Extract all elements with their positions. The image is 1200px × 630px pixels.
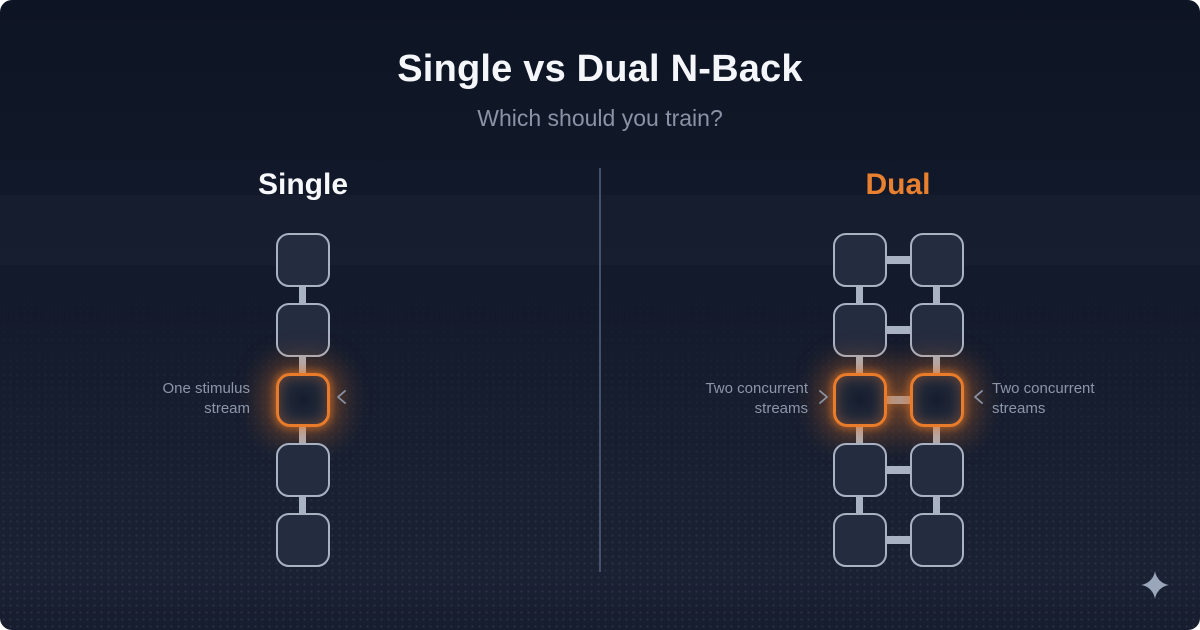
dual-chain-connector [933, 493, 940, 517]
single-stimulus-cell-highlighted [276, 373, 330, 427]
single-chain-connector [299, 283, 306, 307]
dual-right-stream-label: Two concurrent streams [992, 380, 1095, 417]
dual-stimulus-cell [833, 233, 887, 287]
single-stimulus-cell [276, 233, 330, 287]
dual-chain-connector [933, 353, 940, 377]
dual-stimulus-cell [910, 443, 964, 497]
page-subtitle: Which should you train? [477, 105, 723, 131]
chevron-left-icon [335, 389, 349, 405]
dual-chain-connector [856, 353, 863, 377]
single-stream-label: One stimulus stream [162, 380, 250, 417]
dual-left-stream-label: Two concurrent streams [705, 380, 808, 417]
dual-pair-connector [884, 536, 913, 544]
dual-stimulus-cell [833, 443, 887, 497]
single-stimulus-cell [276, 443, 330, 497]
dual-pair-connector-highlighted [884, 396, 913, 404]
dual-chain-connector [933, 283, 940, 307]
dual-stimulus-cell [910, 303, 964, 357]
dual-stimulus-cell [910, 233, 964, 287]
dual-chain-connector [933, 423, 940, 447]
dual-chain-connector [856, 423, 863, 447]
dual-stimulus-cell-highlighted [910, 373, 964, 427]
sparkle-icon [1139, 569, 1171, 601]
chevron-left-icon [972, 389, 986, 405]
single-chain-connector [299, 493, 306, 517]
dual-chain-connector [856, 283, 863, 307]
dual-stimulus-cell [910, 513, 964, 567]
single-stimulus-cell [276, 303, 330, 357]
single-chain-connector [299, 423, 306, 447]
page-title: Single vs Dual N-Back [397, 48, 803, 90]
dual-stimulus-cell [833, 513, 887, 567]
dual-pair-connector [884, 256, 913, 264]
dual-stimulus-cell-highlighted [833, 373, 887, 427]
column-divider [599, 168, 601, 572]
dual-pair-connector [884, 466, 913, 474]
single-chain-connector [299, 353, 306, 377]
dual-chain-connector [856, 493, 863, 517]
dual-stimulus-cell [833, 303, 887, 357]
single-stimulus-cell [276, 513, 330, 567]
dual-column-heading: Dual [865, 168, 931, 201]
dual-pair-connector [884, 326, 913, 334]
single-column-heading: Single [257, 168, 348, 201]
chevron-right-icon [816, 389, 830, 405]
